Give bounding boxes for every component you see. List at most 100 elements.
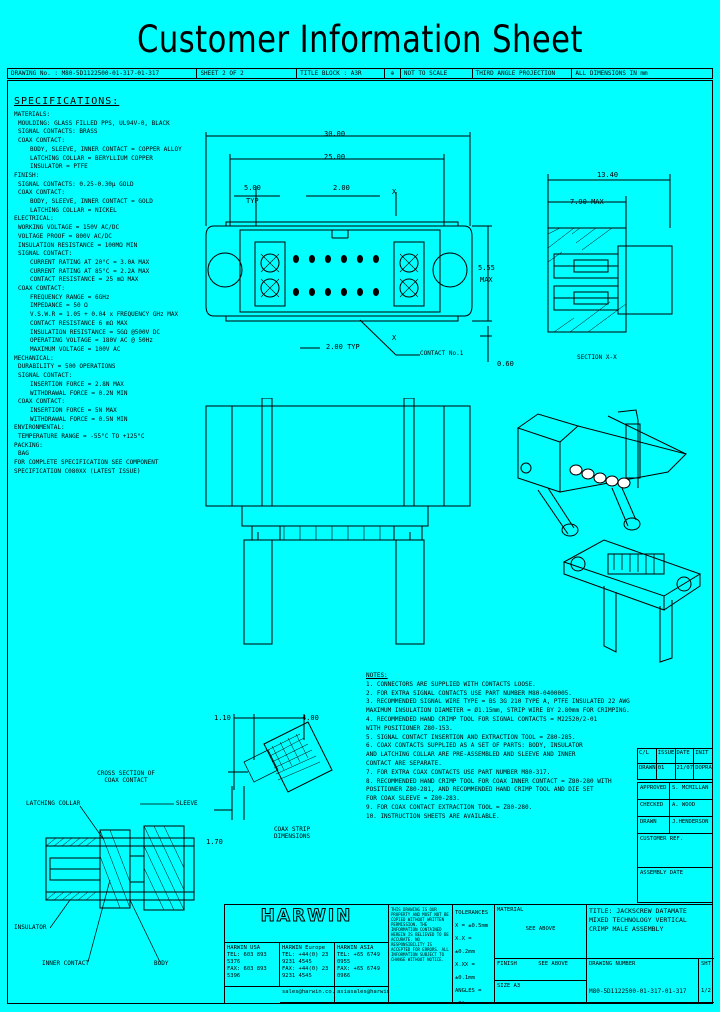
front-view-drawing bbox=[205, 132, 492, 362]
spec-line: INSERTION FORCE = 2.8N MAX bbox=[30, 380, 124, 388]
drawing-header-row: DRAWING No. : M80-5D1122500-01-317-01-31… bbox=[7, 68, 713, 79]
dim-1-10: 1.10 bbox=[214, 714, 231, 722]
coax-strip-drawing bbox=[214, 714, 333, 820]
spec-line: PACKING: bbox=[14, 441, 43, 449]
harwin-europe-contact: HARWIN Europe TEL: +44(0) 23 9231 4545 F… bbox=[280, 943, 335, 987]
dim-30-00: 30.00 bbox=[324, 130, 346, 138]
email-asia: asiasales@harwin.com.sg bbox=[335, 987, 389, 1003]
note-line: FOR COAX SLEEVE = Z80-283. bbox=[366, 795, 460, 803]
dim-25-00: 25.00 bbox=[324, 153, 346, 161]
spec-line: COAX CONTACT: bbox=[18, 189, 65, 197]
spec-line: BAG bbox=[18, 450, 29, 458]
note-line: AND LATCHING COLLAR ARE PRE-ASSEMBLED AN… bbox=[366, 751, 576, 759]
spec-line: BODY, SLEEVE, INNER CONTACT = GOLD bbox=[30, 198, 153, 206]
email-europe: sales@harwin.co.uk bbox=[280, 987, 335, 1003]
spec-line: MATERIALS: bbox=[14, 111, 51, 118]
dim-13-40: 13.40 bbox=[597, 171, 619, 179]
spec-line: WORKING VOLTAGE = 150V AC/DC bbox=[18, 224, 120, 232]
dim-typ: TYP bbox=[246, 197, 259, 205]
harwin-logo: HARWIN bbox=[225, 905, 389, 943]
spec-line: ELECTRICAL: bbox=[14, 215, 54, 223]
finish-cell: FINISH SEE ABOVE bbox=[495, 959, 587, 981]
spec-line: WITHDRAWAL FORCE = 0.5N MIN bbox=[30, 415, 128, 423]
projection-cell: THIRD ANGLE PROJECTION bbox=[473, 69, 573, 78]
spec-line: FOR COMPLETE SPECIFICATION SEE COMPONENT bbox=[14, 459, 159, 467]
spec-line: DURABILITY = 500 OPERATIONS bbox=[18, 363, 116, 371]
copyright-notice: THIS DRAWING IS OUR PROPERTY AND MUST NO… bbox=[389, 905, 453, 1003]
dim-5-55: 5.55 bbox=[478, 264, 495, 272]
note-line: 8. RECOMMENDED HAND CRIMP TOOL FOR COAX … bbox=[366, 777, 612, 785]
spec-line: CURRENT RATING AT 20°C = 3.0A MAX bbox=[30, 258, 150, 266]
note-line: 6. COAX CONTACTS SUPPLIED AS A SET OF PA… bbox=[366, 742, 583, 750]
spec-line: FREQUENCY RANGE = 6GHz bbox=[30, 293, 110, 301]
note-line: 4. RECOMMENDED HAND CRIMP TOOL FOR SIGNA… bbox=[366, 715, 598, 723]
assembly-date-row: ASSEMBLY DATE bbox=[640, 870, 684, 876]
sheet-number-cell: SHT 1/2 bbox=[699, 959, 714, 1003]
spec-line: BODY, SLEEVE, INNER CONTACT = COPPER ALL… bbox=[30, 145, 182, 153]
sheet-cell: SHEET 2 OF 2 bbox=[197, 69, 298, 78]
sleeve-label: SLEEVE bbox=[176, 800, 198, 807]
inner-contact-label: INNER CONTACT bbox=[42, 960, 89, 967]
isometric-view-bottom bbox=[562, 539, 702, 663]
notes-heading: NOTES: bbox=[366, 672, 388, 679]
note-line: CONTACT ARE SEPARATE. bbox=[366, 759, 442, 767]
note-line: WITH POSITIONER Z80-153. bbox=[366, 724, 453, 732]
coax-strip-label: COAX STRIP DIMENSIONS bbox=[273, 826, 311, 840]
spec-line: INSERTION FORCE = 5N MAX bbox=[30, 406, 117, 414]
note-line: POSITIONER Z80-281, AND RECOMMENDED HAND… bbox=[366, 786, 594, 794]
spec-line: LATCHING COLLAR = NICKEL bbox=[30, 206, 117, 214]
section-x-x-drawing bbox=[547, 174, 673, 333]
specifications-list: MATERIALS:MOULDING: GLASS FILLED PPS, UL… bbox=[14, 111, 214, 477]
dim-0-60: 0.60 bbox=[497, 360, 514, 368]
note-line: 7. FOR EXTRA COAX CONTACTS USE PART NUMB… bbox=[366, 768, 551, 776]
specifications-block: SPECIFICATIONS: MATERIALS:MOULDING: GLAS… bbox=[14, 96, 214, 477]
dim-1-70: 1.70 bbox=[206, 838, 223, 846]
harwin-usa-contact: HARWIN USA TEL: 603 893 5376 FAX: 603 89… bbox=[225, 943, 280, 987]
dim-7-90-max: 7.90 MAX bbox=[570, 198, 604, 206]
units-cell: ALL DIMENSIONS IN mm bbox=[575, 70, 648, 77]
spec-line: SIGNAL CONTACT: bbox=[18, 250, 73, 258]
material-cell: MATERIAL SEE ABOVE bbox=[495, 905, 587, 959]
spec-line: OPERATING VOLTAGE = 180V AC @ 50Hz bbox=[30, 337, 153, 345]
specifications-heading: SPECIFICATIONS: bbox=[14, 96, 120, 107]
spec-line: IMPEDANCE = 50 Ω bbox=[30, 302, 88, 310]
tolerances: TOLERANCES X = ±0.5mm X.X = ±0.2mm X.XX … bbox=[453, 905, 495, 1003]
spec-line: VOLTAGE PROOF = 800V AC/DC bbox=[18, 232, 112, 240]
revision-data-row: DRAWN 01 21/07/09 DOPRAY bbox=[638, 764, 712, 779]
latching-collar-label: LATCHING COLLAR bbox=[26, 800, 81, 807]
dim-2-00: 2.00 bbox=[333, 184, 350, 192]
drawing-number-cell: DRAWING NUMBER M80-5D1122500-01-317-01-3… bbox=[587, 959, 699, 1003]
insulator-label: INSULATOR bbox=[14, 924, 47, 931]
dim-2-00-typ: 2.00 TYP bbox=[326, 343, 360, 351]
spec-line: CONTACT RESISTANCE 6 mΩ MAX bbox=[30, 319, 128, 327]
spec-line: CONTACT RESISTANCE = 25 mΩ MAX bbox=[30, 276, 139, 284]
scale-cell: NOT TO SCALE bbox=[401, 69, 473, 78]
note-line: 5. SIGNAL CONTACT INSERTION AND EXTRACTI… bbox=[366, 733, 576, 741]
spec-line: SPECIFICATION C080XX (LATEST ISSUE) bbox=[14, 467, 141, 475]
note-line: 10. INSTRUCTION SHEETS ARE AVAILABLE. bbox=[366, 812, 500, 820]
revision-table: C/L ISSUE DATE INIT DRAWN 01 21/07/09 DO… bbox=[637, 748, 713, 780]
contact-no-1-label: CONTACT No.1 bbox=[420, 350, 464, 357]
body-label: BODY bbox=[154, 960, 169, 967]
page-title: Customer Information Sheet bbox=[137, 18, 583, 61]
dim-4-00: 4.00 bbox=[302, 714, 319, 722]
spec-line: ENVIRONMENTAL: bbox=[14, 424, 65, 432]
harwin-asia-contact: HARWIN ASIA TEL: +65 6749 0955 FAX: +65 … bbox=[335, 943, 389, 987]
dim-5-00: 5.00 bbox=[244, 184, 261, 192]
spec-line: MAXIMUM VOLTAGE = 100V AC bbox=[30, 345, 121, 353]
note-line: 1. CONNECTORS ARE SUPPLIED WITH CONTACTS… bbox=[366, 680, 536, 688]
spec-line: SIGNAL CONTACT: bbox=[18, 372, 73, 380]
spec-line: MECHANICAL: bbox=[14, 354, 54, 362]
title-block-cell: TITLE BLOCK : A3R bbox=[297, 69, 385, 78]
notes-list: 1. CONNECTORS ARE SUPPLIED WITH CONTACTS… bbox=[366, 681, 646, 822]
revision-header-row: C/L ISSUE DATE INIT bbox=[638, 749, 712, 764]
spec-line: INSULATION RESISTANCE = 5GΩ @500V DC bbox=[30, 328, 161, 336]
spec-line: TEMPERATURE RANGE = -55°C TO +125°C bbox=[18, 433, 145, 441]
spec-line: LATCHING COLLAR = BERYLLIUM COPPER bbox=[30, 154, 153, 162]
section-x-x-label: SECTION X-X bbox=[577, 354, 617, 361]
title-block: HARWIN HARWIN USA TEL: 603 893 5376 FAX:… bbox=[224, 904, 714, 1004]
drawing-title: TITLE: JACKSCREW DATAMATE MIXED TECHNOLO… bbox=[587, 905, 714, 959]
